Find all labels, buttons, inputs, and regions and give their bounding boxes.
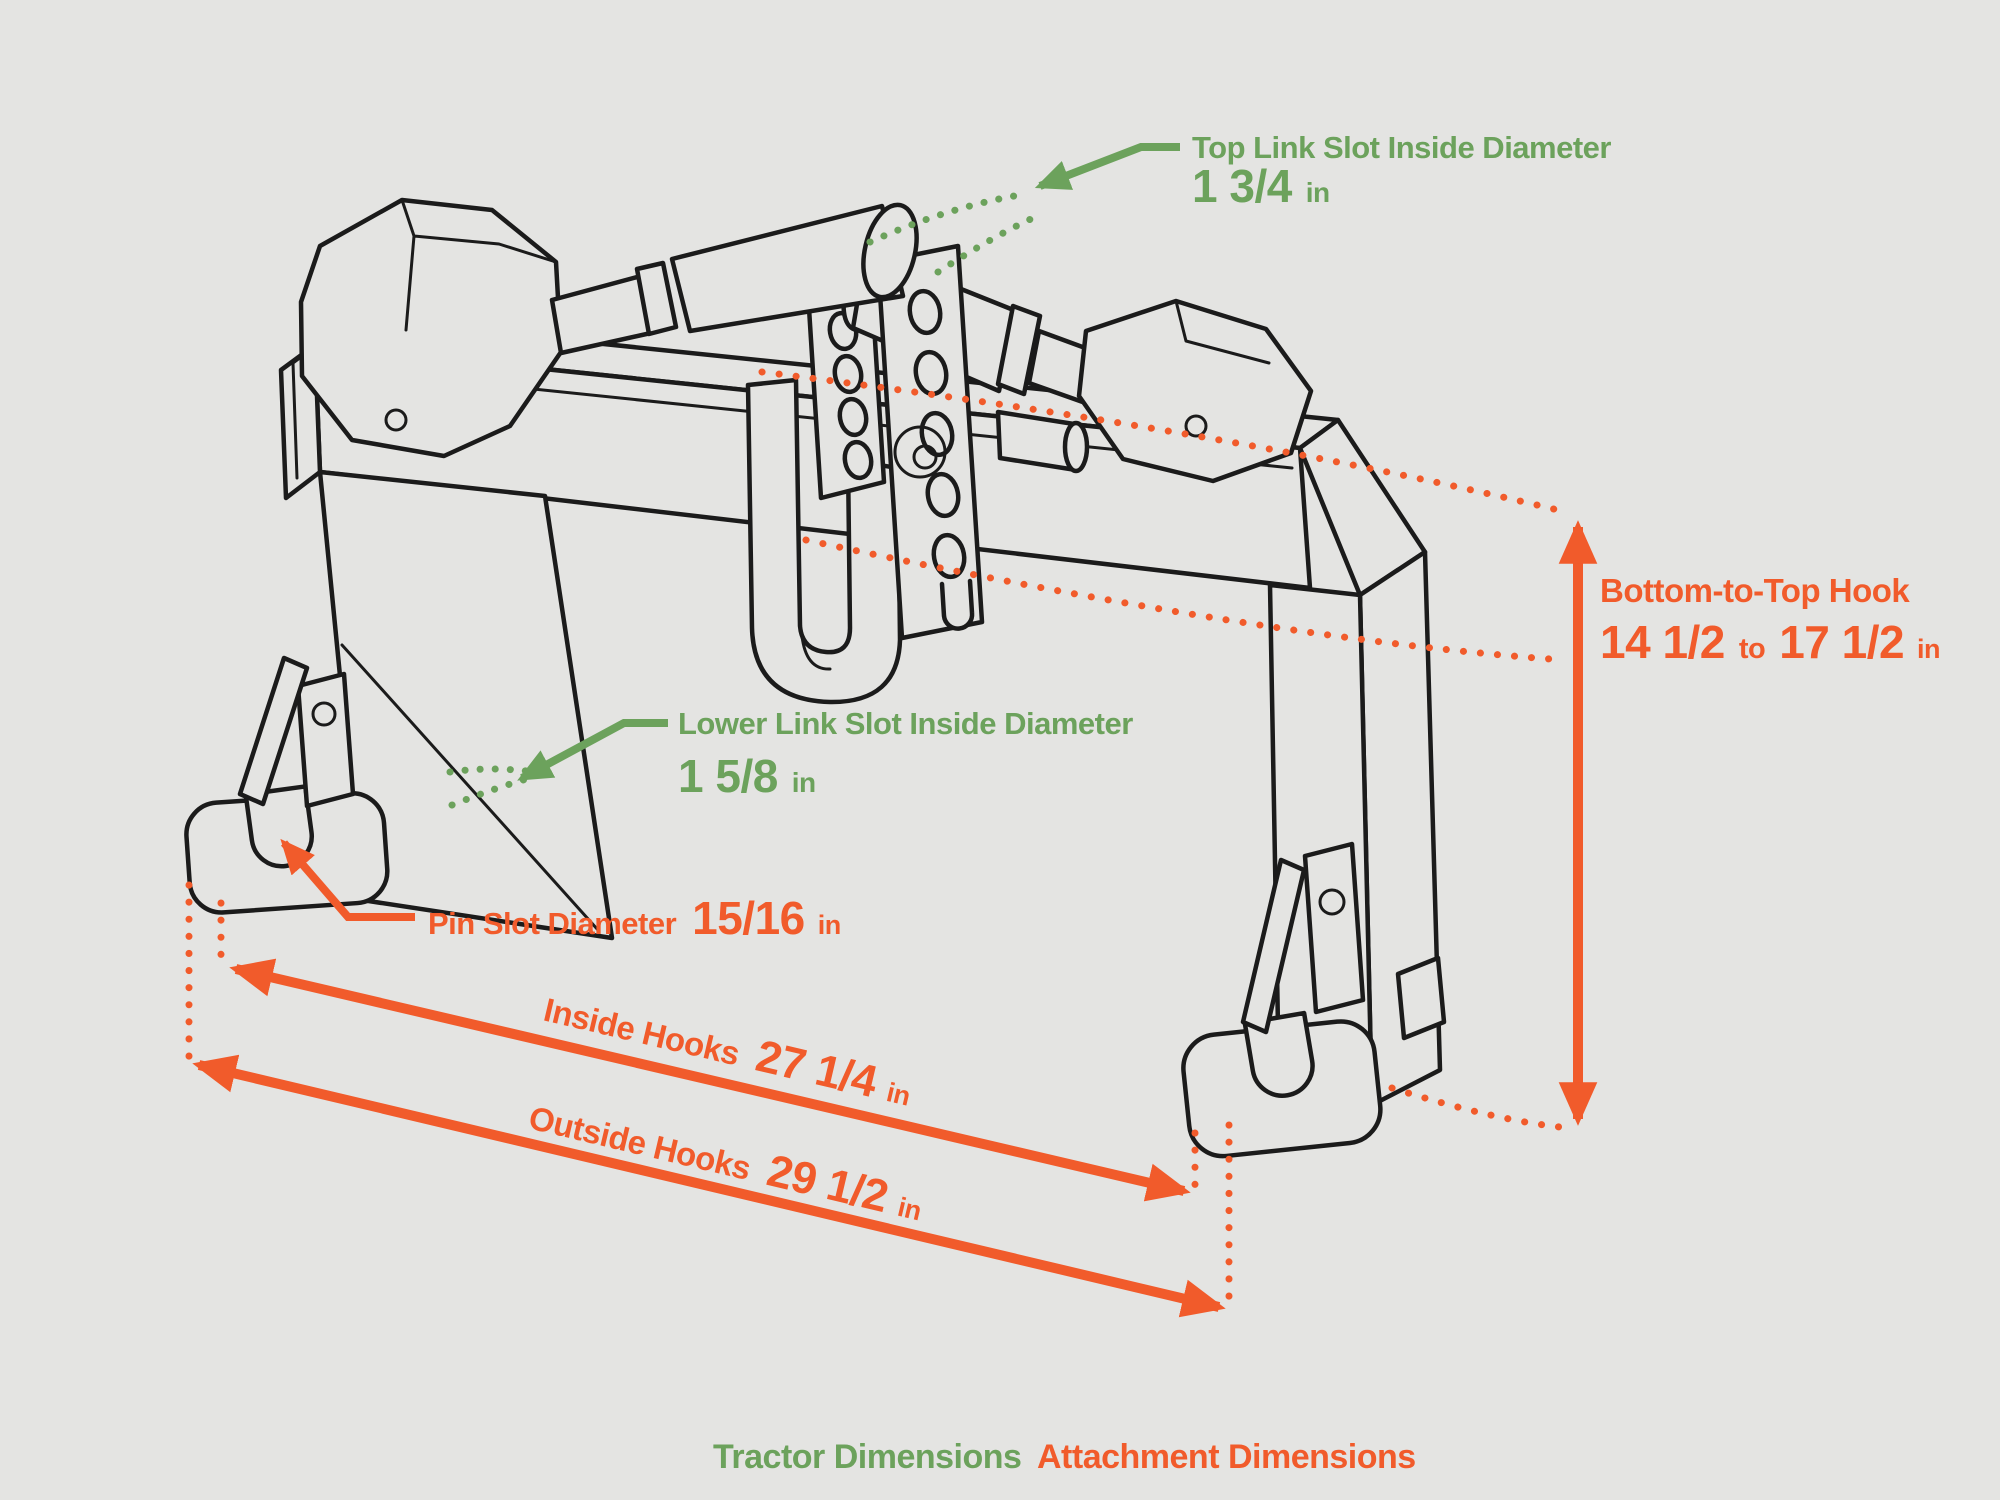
- retaining-ring-outer: [893, 425, 947, 479]
- outside-hooks-dimension-line: [192, 1054, 1226, 1318]
- outside-hooks-annotation: Outside Hooks 29 1/2 in: [192, 1054, 1226, 1318]
- dotted-top-hook-min-line: [802, 536, 1568, 664]
- right-lower-hook: [1181, 841, 1383, 1159]
- left-leg-fold-line: [340, 643, 600, 932]
- right-handle-hex-knob: [1076, 298, 1314, 484]
- top-link-dotted-leader-2: [934, 210, 1046, 276]
- top-link-label: Top Link Slot Inside Diameter: [1192, 130, 1611, 165]
- bottom-to-top-hook-annotation: Bottom-to-Top Hook 14 1/2 to 17 1/2 in: [1558, 520, 1941, 1126]
- right-hook-pin-slot: [1242, 1010, 1315, 1098]
- top-link-slot-annotation: Top Link Slot Inside Diameter 1 3/4 in: [866, 130, 1612, 276]
- left-knob-hole: [384, 408, 408, 432]
- left-handle-neck: [549, 273, 654, 356]
- left-knob-facet-lines: [400, 198, 558, 332]
- pin-slot-label-line: Pin Slot Diameter 15/16 in: [428, 892, 841, 944]
- right-plate-hole: [925, 471, 961, 519]
- left-handle: [298, 197, 919, 459]
- right-leg: [1267, 417, 1447, 1141]
- left-handle-collar: [634, 260, 679, 337]
- left-handle-hex-knob: [298, 197, 564, 459]
- right-leg-side-plate: [1395, 955, 1447, 1041]
- right-latch-lever: [1240, 857, 1307, 1035]
- lower-link-arrow: [517, 719, 668, 782]
- right-latch-hole: [1318, 888, 1346, 916]
- left-plate-hole: [832, 353, 864, 395]
- right-knob-hole: [1184, 414, 1208, 438]
- legend-attachment-dimensions: Attachment Dimensions: [1037, 1438, 1416, 1476]
- right-knob-facet-lines: [1174, 299, 1271, 365]
- pin-slot-arrow: [280, 838, 415, 921]
- bottom-to-top-value: 14 1/2 to 17 1/2 in: [1600, 616, 1940, 668]
- inside-hooks-label-line: Inside Hooks 27 1/4 in: [540, 980, 917, 1115]
- right-latch-plate: [1302, 841, 1366, 1015]
- left-handle-grip-end: [861, 202, 919, 300]
- attachment-dotted-leaders: [185, 368, 1574, 1306]
- lower-link-value: 1 5/8 in: [678, 750, 816, 802]
- top-link-clevis-hook: [745, 377, 903, 705]
- left-latch-plate: [295, 671, 356, 809]
- legend: Tractor Dimensions Attachment Dimensions: [713, 1438, 1416, 1476]
- quick-hitch-illustration: [184, 197, 1447, 1159]
- left-plate-hole: [837, 396, 869, 438]
- pin-slot-annotation: Pin Slot Diameter 15/16 in: [280, 838, 841, 944]
- left-latch-hole: [311, 701, 337, 727]
- right-plate-bottom-slot: [939, 578, 975, 631]
- right-handle-collar: [995, 303, 1043, 397]
- left-plate-hole: [842, 439, 874, 481]
- lower-link-label: Lower Link Slot Inside Diameter: [678, 706, 1133, 741]
- lower-link-slot-annotation: Lower Link Slot Inside Diameter 1 5/8 in: [446, 706, 1134, 809]
- bottom-to-top-label: Bottom-to-Top Hook: [1600, 572, 1910, 609]
- top-link-bracket-right-plate: [875, 243, 1090, 641]
- retaining-ring-inner: [912, 444, 938, 470]
- clevis-outline: [745, 377, 903, 705]
- top-link-pin-cap: [1062, 420, 1090, 474]
- top-link-value: 1 3/4 in: [1192, 160, 1330, 212]
- dotted-bottom-hook-line: [1388, 1084, 1574, 1132]
- top-link-arrow: [1034, 143, 1180, 190]
- left-latch-lever: [237, 655, 310, 807]
- clevis-inner-arc: [800, 634, 832, 671]
- legend-tractor-dimensions: Tractor Dimensions: [713, 1438, 1021, 1476]
- left-handle-grip: [669, 203, 906, 334]
- right-plate-hole: [907, 288, 943, 336]
